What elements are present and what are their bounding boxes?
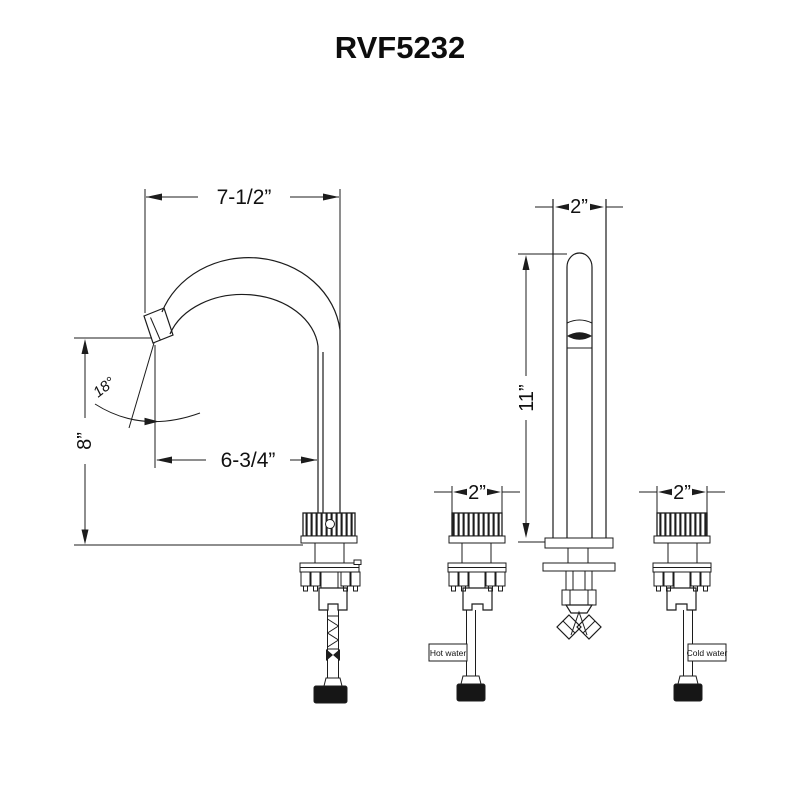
dim-cold-handle-width-label: 2” xyxy=(673,482,691,504)
dim-deck-height-label: 8” xyxy=(74,432,96,450)
hot-water-label: Hot water xyxy=(430,648,467,658)
cold-water-label-box xyxy=(687,643,727,662)
dim-spout-angle-label: 18° xyxy=(90,374,118,401)
dim-deck-height: 8” xyxy=(74,337,152,545)
dim-overall-height-label: 11” xyxy=(516,384,538,411)
dim-spout-width: 7-1/2” xyxy=(144,186,341,330)
spout-supply-line xyxy=(313,610,348,704)
cold-handle-art xyxy=(638,485,726,702)
front-view: 7-1/2” 8” 6-3/4” 18° xyxy=(74,186,362,704)
cold-water-label: Cold water xyxy=(687,648,728,658)
spout-mount-assembly xyxy=(299,542,362,611)
dim-body-width-label: 2” xyxy=(570,196,588,218)
cold-handle: 2” Cold water xyxy=(638,482,728,702)
side-body-outline xyxy=(552,199,607,538)
hot-handle-art xyxy=(433,485,521,702)
spout-outlet xyxy=(567,332,592,340)
dim-spout-width-label: 7-1/2” xyxy=(217,186,272,209)
hot-water-label-box xyxy=(428,643,468,662)
dim-hot-handle-width-label: 2” xyxy=(468,482,486,504)
dim-overall-height: 11” xyxy=(516,253,567,543)
dim-body-width: 2” xyxy=(535,196,623,218)
dim-spout-reach: 6-3/4” xyxy=(154,345,317,472)
supply-nut xyxy=(313,685,348,704)
hot-handle: 2” Hot water xyxy=(428,482,521,702)
spout-base-knob xyxy=(300,512,358,544)
side-mount-assembly xyxy=(542,537,616,640)
dim-spout-angle: 18° xyxy=(90,342,201,429)
page-title: RVF5232 xyxy=(335,30,465,65)
dim-spout-reach-label: 6-3/4” xyxy=(221,449,276,472)
spout-outline xyxy=(143,257,341,513)
side-view: 2” 11” xyxy=(516,196,623,640)
